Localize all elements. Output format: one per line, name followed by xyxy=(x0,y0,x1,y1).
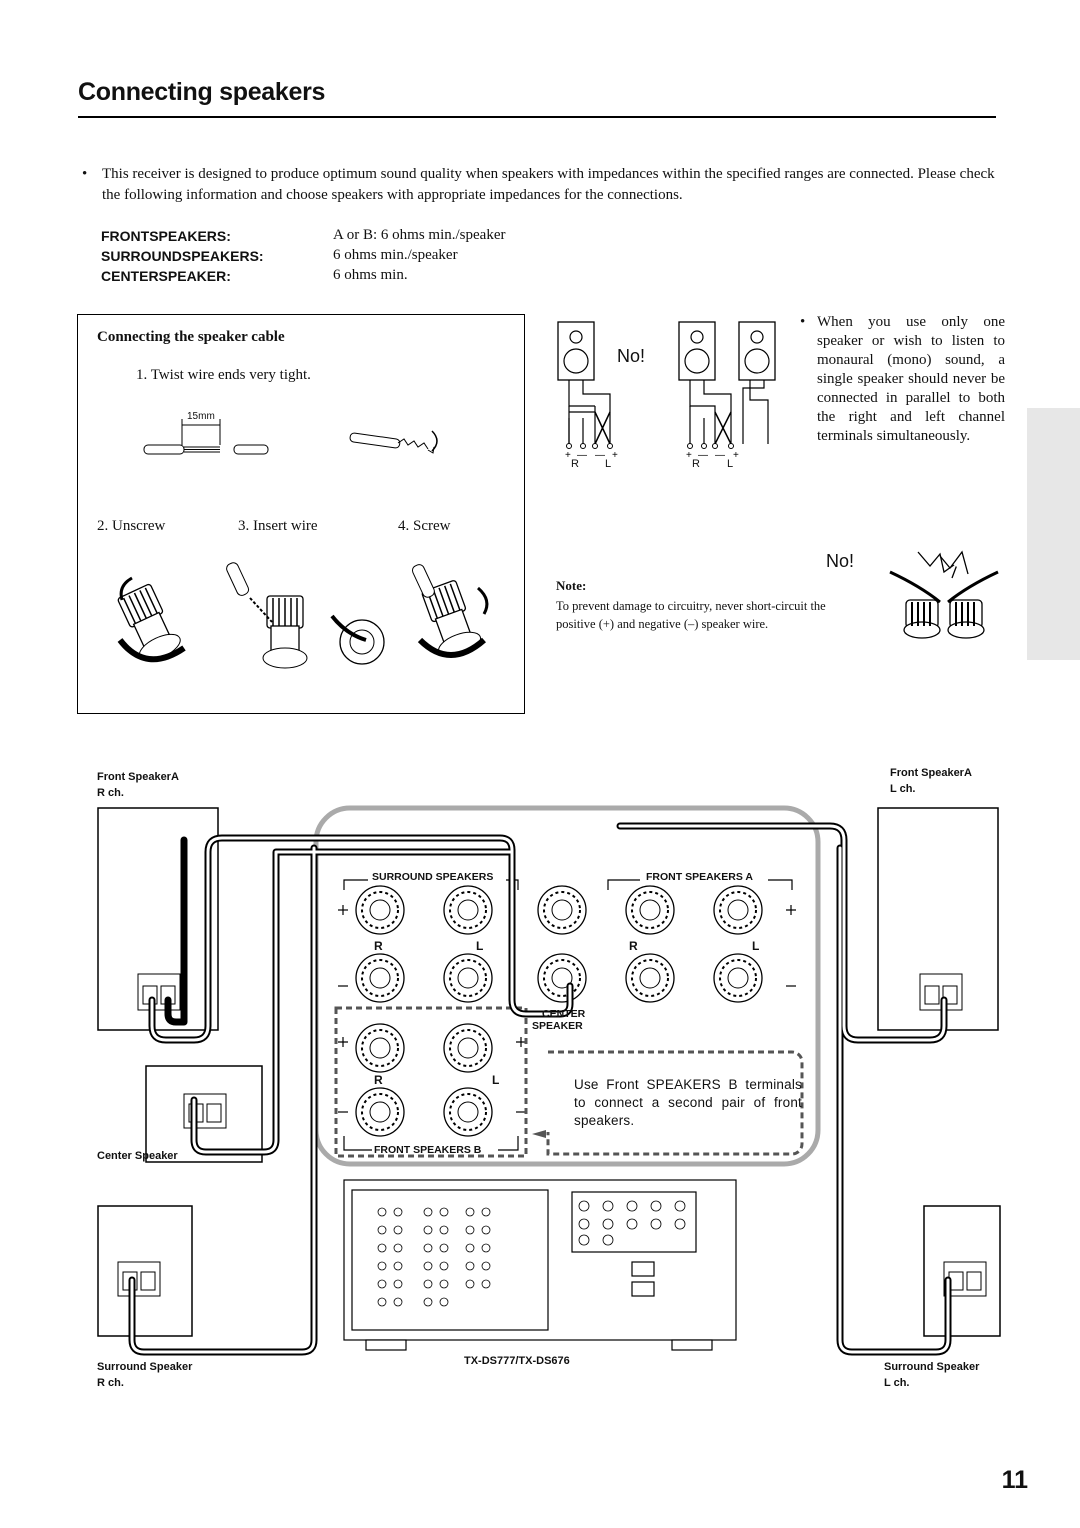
center-panel-label: CENTER SPEAKER xyxy=(532,1008,585,1032)
speaker-cable-box xyxy=(77,314,525,714)
terminal-steps-illustration xyxy=(112,562,489,669)
note-heading: Note: xyxy=(556,578,587,593)
label-surround-r: Surround Speaker R ch. xyxy=(97,1359,192,1391)
front-b-note: Use Front SPEAKERS B termi­nals to conne… xyxy=(574,1077,802,1128)
title-rule xyxy=(78,116,996,118)
spec-label-center: CENTERSPEAKER: xyxy=(101,268,231,284)
surround-l-terminal-label: L xyxy=(476,939,484,953)
l-label-2: L xyxy=(727,458,734,470)
r-label-1: R xyxy=(571,458,579,470)
step-insert: 3. Insert wire xyxy=(238,518,318,534)
connection-diagram xyxy=(97,805,1001,1356)
parallel-warning-text: When you use only one speaker or wish to… xyxy=(817,314,1005,444)
l-label-1: L xyxy=(605,458,612,470)
short-circuit-illustration xyxy=(889,550,999,639)
label-surround-r-name: Surround Speaker xyxy=(97,1361,193,1373)
svg-text:—: — xyxy=(577,450,587,461)
side-tab xyxy=(1027,408,1080,660)
surround-panel-label: SURROUND SPEAKERS xyxy=(372,871,494,883)
svg-text:+: + xyxy=(733,450,739,461)
bullet: • xyxy=(800,314,806,330)
parallel-warning: • When you use only one speaker or wish … xyxy=(800,313,1005,446)
front-a-panel-label: FRONT SPEAKERS A xyxy=(646,871,753,883)
step-unscrew: 2. Unscrew xyxy=(97,518,166,534)
spec-label-front: FRONTSPEAKERS: xyxy=(101,228,231,244)
front-b-l-terminal-label: L xyxy=(492,1073,500,1087)
label-surround-l-ch: L ch. xyxy=(884,1377,910,1389)
front-b-panel-label: FRONT SPEAKERS B xyxy=(374,1144,482,1156)
page-title: Connecting speakers xyxy=(78,78,326,106)
label-surround-l-name: Surround Speaker xyxy=(884,1361,980,1373)
r-label-2: R xyxy=(692,458,700,470)
parallel-wiring-diagram: + — — + + — — + xyxy=(557,321,776,461)
front-a-r-terminal-label: R xyxy=(629,939,638,953)
label-surround-r-ch: R ch. xyxy=(97,1377,124,1389)
label-front-a-l: Front SpeakerA L ch. xyxy=(890,765,972,797)
label-center-speaker: Center Speaker xyxy=(97,1150,178,1162)
center-panel-label-2: SPEAKER xyxy=(532,1020,583,1032)
spec-value-surround: 6 ohms min./speaker xyxy=(333,247,458,263)
step-screw: 4. Screw xyxy=(398,518,451,534)
surround-r-terminal-label: R xyxy=(374,939,383,953)
note-text: To prevent damage to circuitry, never sh… xyxy=(556,599,826,631)
center-panel-label-1: CENTER xyxy=(542,1008,586,1020)
svg-text:+: + xyxy=(686,450,692,461)
intro-text: This receiver is designed to produce opt… xyxy=(102,166,995,203)
spec-value-front: A or B: 6 ohms min./speaker xyxy=(333,227,506,243)
no-label-short: No! xyxy=(826,551,855,571)
intro-paragraph: • This receiver is designed to produce o… xyxy=(82,164,1012,206)
dimension-label: 15mm xyxy=(187,411,215,422)
page-number: 11 xyxy=(1001,1466,1028,1494)
spec-label-surround: SURROUNDSPEAKERS: xyxy=(101,248,264,264)
label-front-a-l-ch: L ch. xyxy=(890,783,916,795)
svg-text:+: + xyxy=(612,450,618,461)
front-a-l-terminal-label: L xyxy=(752,939,760,953)
svg-text:—: — xyxy=(595,450,605,461)
front-b-r-terminal-label: R xyxy=(374,1073,383,1087)
spec-value-center: 6 ohms min. xyxy=(333,267,408,283)
svg-text:—: — xyxy=(698,450,708,461)
cable-box-title: Connecting the speaker cable xyxy=(97,329,285,345)
label-front-a-l-name: Front SpeakerA xyxy=(890,767,972,779)
no-label-parallel: No! xyxy=(617,346,646,366)
label-front-a-r: Front SpeakerA R ch. xyxy=(97,769,179,801)
twist-wire-illustration xyxy=(143,419,438,455)
bullet: • xyxy=(82,166,88,182)
label-front-a-r-ch: R ch. xyxy=(97,787,124,799)
model-label: TX-DS777/TX-DS676 xyxy=(464,1355,570,1367)
label-surround-l: Surround Speaker L ch. xyxy=(884,1359,979,1391)
svg-text:+: + xyxy=(565,450,571,461)
svg-text:—: — xyxy=(715,450,725,461)
label-front-a-r-name: Front SpeakerA xyxy=(97,771,179,783)
step-twist: 1. Twist wire ends very tight. xyxy=(136,367,311,383)
